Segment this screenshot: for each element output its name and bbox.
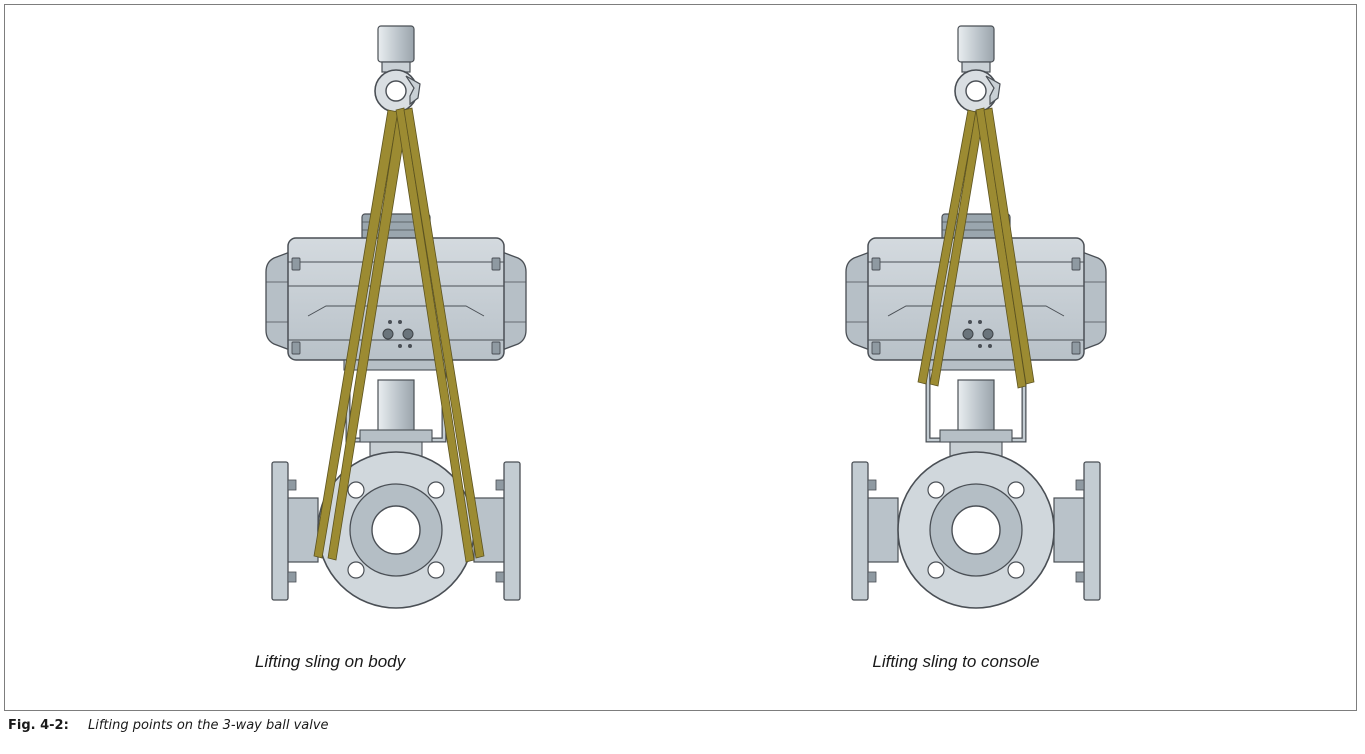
caption-text: Lifting points on the 3-way ball valve: [88, 718, 329, 733]
sling-console: [917, 107, 1035, 389]
left-figure-label: Lifting sling on body: [254, 652, 406, 671]
figure-frame: [4, 4, 1357, 711]
sling-body: [313, 107, 485, 563]
valve-right: [846, 26, 1106, 608]
caption-number: Fig. 4-2:: [8, 718, 69, 733]
valve-left: [266, 26, 526, 608]
right-figure-label: Lifting sling to console: [872, 652, 1040, 671]
figure-caption: Fig. 4-2: Lifting points on the 3-way bal…: [8, 718, 329, 733]
